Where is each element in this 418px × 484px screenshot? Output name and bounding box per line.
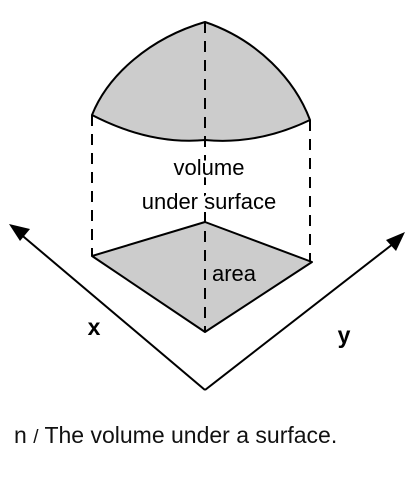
vertical-dashed-edges bbox=[91, 22, 311, 332]
caption-number: n bbox=[14, 422, 27, 448]
caption-text: The volume under a surface. bbox=[44, 422, 338, 448]
volume-label-line2: under surface bbox=[142, 189, 277, 214]
x-axis-line bbox=[17, 231, 206, 391]
volume-under-surface-diagram: volume under surface area x y bbox=[9, 21, 405, 391]
surface-patch bbox=[91, 21, 311, 142]
figure-caption: n / The volume under a surface. bbox=[14, 420, 400, 453]
y-axis-arrowhead bbox=[386, 232, 405, 251]
volume-label-line1: volume bbox=[174, 155, 245, 180]
area-label: area bbox=[212, 261, 257, 286]
x-axis-arrowhead bbox=[9, 224, 30, 241]
base-area-region bbox=[91, 221, 313, 333]
x-axis-label: x bbox=[88, 314, 101, 340]
y-axis-label: y bbox=[338, 322, 351, 348]
caption-separator: / bbox=[33, 427, 39, 448]
y-axis-line bbox=[204, 239, 399, 391]
